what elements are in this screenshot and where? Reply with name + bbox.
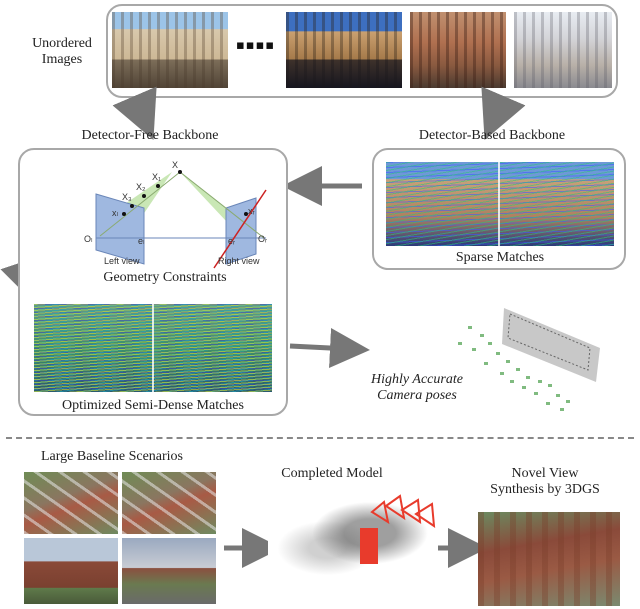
completed-model-label: Completed Model (281, 466, 383, 481)
completed-model-cloud (268, 488, 438, 588)
detector-based-box: Sparse Matches (372, 148, 626, 270)
point-x3 (130, 204, 134, 208)
camera-frustum-4 (370, 500, 390, 525)
image-split-line (152, 304, 154, 392)
label-ol: Oₗ (84, 234, 93, 244)
detector-based-label: Detector-Based Backbone (418, 128, 566, 143)
semi-dense-matches-image (34, 304, 272, 392)
unordered-images-label: Unordered Images (32, 36, 92, 67)
label-xl: xₗ (112, 208, 118, 218)
ray-right (179, 171, 265, 239)
arrow-to-detector-based (481, 86, 526, 141)
point-x1 (156, 184, 160, 188)
aerial-image-2 (122, 472, 216, 534)
geometry-constraints-label: Geometry Constraints (103, 270, 227, 285)
label-x1: X₁ (152, 172, 162, 182)
arrow-to-detector-free (112, 86, 157, 141)
label-el: eₗ (138, 236, 145, 246)
label-x3: X₃ (122, 192, 132, 202)
label-x2: X₂ (136, 182, 146, 192)
palace-image-3 (410, 12, 506, 88)
large-baseline-label: Large Baseline Scenarios (40, 449, 184, 464)
ray-left (99, 171, 181, 237)
sparse-matches-label: Sparse Matches (455, 250, 545, 265)
red-point-block (360, 528, 378, 564)
camera-frustum-3 (414, 502, 436, 528)
label-right-view: Right view (218, 256, 260, 266)
detector-free-box: X X₁ X₂ X₃ xₗ xᵣ Oₗ eₗ eᵣ Oᵣ Left view R… (18, 148, 288, 416)
camera-frustum-1 (384, 494, 406, 521)
epipolar-diagram (95, 170, 267, 269)
left-image-plane (95, 193, 145, 265)
unordered-images-box: ▪▪▪▪ (106, 4, 618, 98)
label-xr: xᵣ (248, 206, 255, 216)
optimized-matches-label: Optimized Semi-Dense Matches (62, 398, 244, 413)
novel-view-label: Novel View Synthesis by 3DGS (490, 466, 600, 497)
point-x (178, 170, 182, 174)
ellipsis: ▪▪▪▪ (236, 38, 276, 53)
label-er: eᵣ (228, 236, 236, 246)
label-x: X (172, 160, 179, 170)
palace-image-1 (112, 12, 228, 88)
model-cameras (360, 494, 436, 564)
reconstructed-facade (502, 308, 600, 382)
label-or: Oᵣ (258, 234, 268, 244)
arrow-to-camera-poses (289, 328, 370, 368)
ground-image-2 (122, 538, 216, 604)
camera-poses-label: Highly Accurate Camera poses (371, 372, 463, 403)
facade-detail (507, 313, 591, 371)
ground-image-1 (24, 538, 118, 604)
palace-image-4 (514, 12, 612, 88)
aerial-image-1 (24, 472, 118, 534)
point-x2 (142, 194, 146, 198)
sparse-matches-image (386, 162, 614, 246)
camera-frustums (458, 326, 570, 411)
section-divider (6, 437, 634, 439)
novel-view-image (478, 512, 620, 606)
epipolar-line (213, 189, 267, 269)
point-xr (244, 212, 248, 216)
camera-poses-cloud (458, 308, 600, 411)
palace-image-2 (286, 12, 402, 88)
label-left-view: Left view (104, 256, 140, 266)
detector-free-label: Detector-Free Backbone (81, 128, 219, 143)
point-xl (122, 212, 126, 216)
sparse-split-line (498, 162, 500, 246)
